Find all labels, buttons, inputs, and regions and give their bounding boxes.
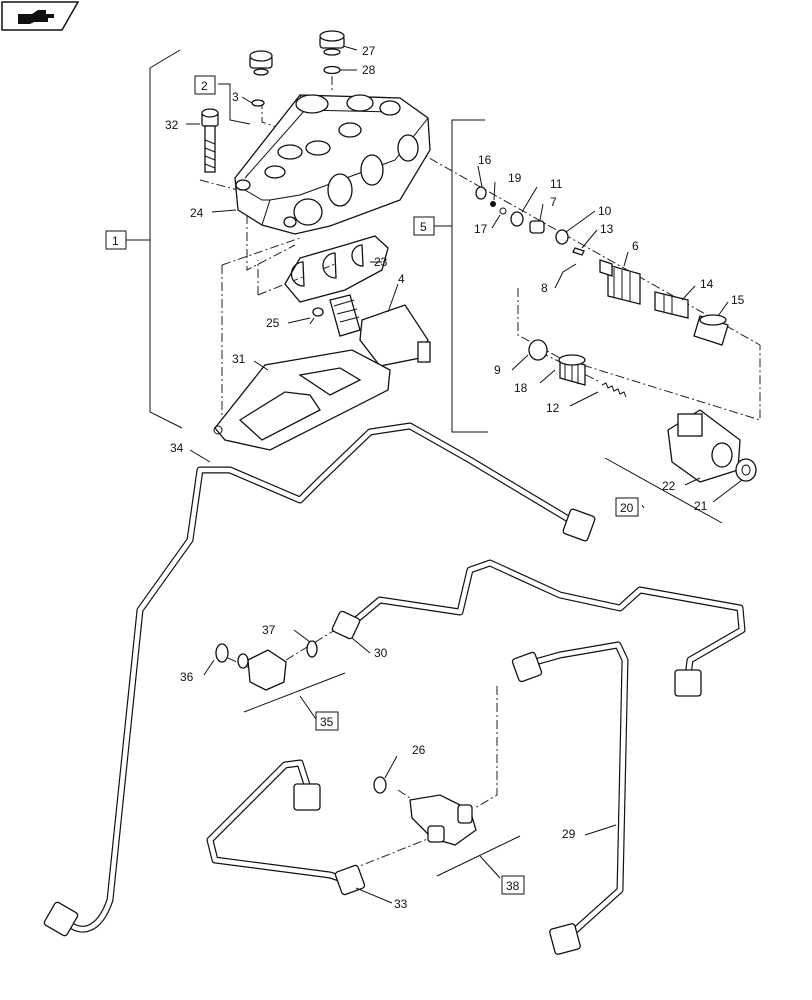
spool-14	[654, 291, 689, 319]
callout-32: 32	[165, 118, 179, 132]
o-ring-36	[215, 643, 229, 663]
box-1	[105, 230, 127, 250]
o-ring-28	[323, 65, 341, 75]
callout-23: 23	[374, 255, 388, 269]
fitting-18	[558, 354, 586, 386]
callout-19: 19	[508, 171, 522, 185]
o-ring-26	[373, 776, 387, 794]
ball-19	[490, 201, 496, 207]
plate-gasket-31	[214, 349, 391, 451]
callout-5: 5	[420, 220, 427, 234]
callout-13: 13	[600, 222, 614, 236]
tube-30	[331, 559, 746, 697]
callout-17: 17	[474, 222, 488, 236]
callout-26: 26	[412, 743, 426, 757]
leader-lines	[186, 45, 743, 904]
solenoid-valve-4	[329, 294, 431, 367]
callout-1: 1	[112, 234, 119, 248]
box-38	[501, 875, 525, 895]
callout-28: 28	[362, 63, 376, 77]
callout-30: 30	[374, 646, 388, 660]
nut-21	[735, 458, 757, 482]
box-20	[615, 497, 639, 517]
box-2	[194, 75, 216, 95]
bracket-assembly-20	[604, 457, 723, 524]
o-ring-17	[499, 207, 507, 215]
callout-15: 15	[731, 293, 745, 307]
spring-12	[601, 382, 627, 398]
bracket-assembly-1	[126, 49, 183, 429]
callout-37: 37	[262, 623, 276, 637]
o-ring-11	[510, 211, 524, 227]
callout-34: 34	[170, 441, 184, 455]
sleeve-15	[693, 314, 729, 346]
bracket-assembly-38	[436, 835, 521, 879]
screw-25	[309, 307, 324, 325]
box-35	[315, 711, 339, 731]
tube-33	[206, 759, 366, 896]
box-5	[413, 216, 435, 236]
callout-12: 12	[546, 401, 560, 415]
plug-27	[319, 30, 345, 56]
center-lines	[199, 76, 761, 871]
plug-2	[249, 50, 273, 76]
callout-27: 27	[362, 44, 376, 58]
callout-16: 16	[478, 153, 492, 167]
o-ring-3	[251, 99, 265, 107]
callout-35: 35	[320, 715, 334, 729]
callout-22: 22	[662, 479, 676, 493]
elbow-fitting-38	[409, 794, 477, 846]
callout-36: 36	[180, 670, 194, 684]
callout-14: 14	[700, 277, 714, 291]
callout-29: 29	[562, 827, 576, 841]
elbow-fitting-35	[237, 649, 287, 691]
plate-hole	[213, 425, 223, 435]
valve-body	[234, 94, 431, 235]
callout-11: 11	[550, 177, 563, 191]
callout-9: 9	[494, 363, 501, 377]
seal-16	[475, 186, 487, 200]
callout-6: 6	[632, 239, 639, 253]
callout-2: 2	[201, 79, 208, 93]
callout-18: 18	[514, 381, 528, 395]
callout-33: 33	[394, 897, 408, 911]
fitting-7	[529, 220, 545, 234]
callout-10: 10	[598, 204, 612, 218]
tube-34	[43, 422, 596, 937]
callout-4: 4	[398, 272, 405, 286]
bolt-32	[201, 108, 219, 173]
gasket-23	[284, 235, 389, 303]
callout-8: 8	[541, 281, 548, 295]
pin-13	[572, 247, 585, 256]
callout-25: 25	[266, 316, 280, 330]
spool-6	[599, 259, 641, 305]
callout-7: 7	[550, 195, 557, 209]
o-ring-9	[528, 339, 548, 361]
tube-29	[511, 641, 629, 955]
callout-20: 20	[620, 501, 634, 515]
callout-31: 31	[232, 352, 246, 366]
coil-22	[667, 409, 741, 483]
bracket-assembly-5	[434, 119, 488, 433]
callout-38: 38	[506, 879, 520, 893]
bracket-assembly-35	[243, 672, 346, 723]
callout-21: 21	[694, 499, 708, 513]
hand-pointing-icon[interactable]	[1, 1, 80, 31]
callout-24: 24	[190, 206, 204, 220]
o-ring-10	[555, 229, 569, 245]
callout-3: 3	[232, 90, 239, 104]
o-ring-37	[306, 640, 318, 658]
callout-labels: 27 28 2 3 32 24 1 23 4 25 31 16 19 11 7 …	[105, 44, 745, 911]
